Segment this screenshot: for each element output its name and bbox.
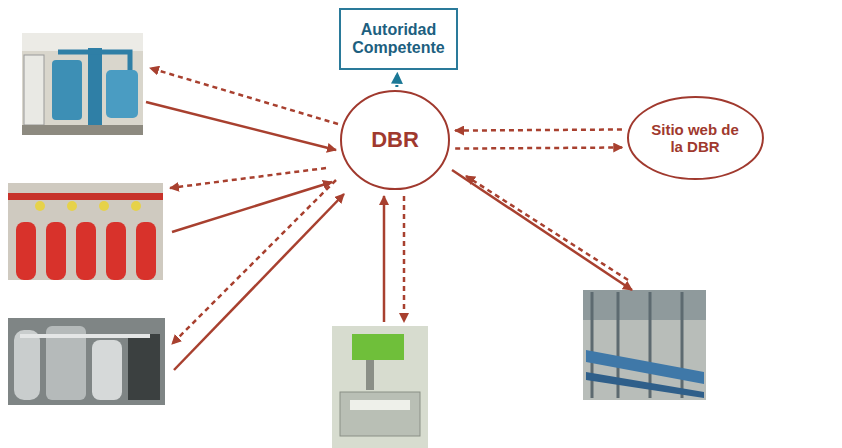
photo-illustration [583, 290, 706, 400]
node-label: DBR [371, 127, 419, 152]
node-label: Sitio web de la DBR [651, 121, 739, 156]
website-ellipse: Sitio web de la DBR [627, 96, 764, 180]
photo-arrows [146, 68, 632, 370]
text-holder: Sitio web de la DBR [651, 121, 739, 156]
hub-ellipse: DBR [340, 90, 450, 190]
photo-illustration [8, 183, 163, 280]
connector-arrow [455, 129, 622, 130]
photo-illustration [22, 33, 143, 135]
text-holder: Autoridad Competente [346, 21, 451, 58]
connector-arrow [395, 73, 398, 87]
text-holder: DBR [371, 127, 419, 152]
photo-illustration [332, 326, 428, 448]
authority-box: Autoridad Competente [339, 8, 458, 70]
connector-arrow [455, 147, 622, 148]
photo-illustration [8, 318, 165, 405]
node-label: Autoridad Competente [346, 21, 451, 58]
